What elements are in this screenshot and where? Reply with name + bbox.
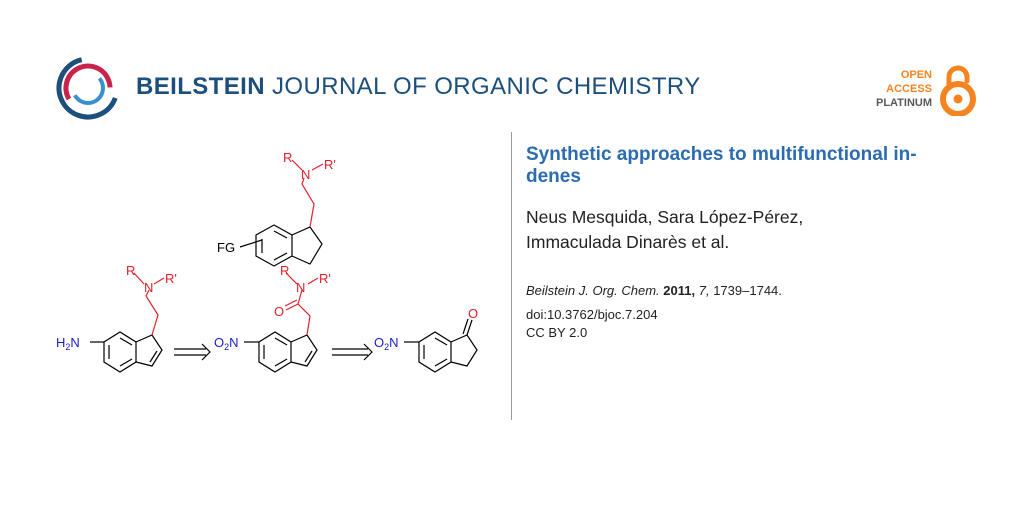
citation-volume: 7, [698, 283, 710, 298]
citation-pages: 1739–1744. [713, 283, 782, 298]
open-access-badge: OPEN ACCESS PLATINUM [864, 64, 976, 120]
journal-name-bold: BEILSTEIN [136, 73, 265, 100]
label-N-amine: N [144, 280, 153, 295]
oa-open-label: OPEN [900, 69, 932, 81]
article-title-line1: Synthetic approaches to multifunctional … [526, 144, 917, 165]
article-info: Synthetic approaches to multifunctional … [526, 144, 986, 342]
label-O-amide: O [274, 304, 284, 319]
retro-arrow-1 [174, 343, 211, 361]
citation-journal: Beilstein J. Org. Chem. [526, 283, 660, 298]
beilstein-logo-icon [56, 56, 120, 120]
authors-line2: Immaculada Dinarès et al. [526, 232, 730, 252]
vertical-divider [511, 132, 512, 420]
journal-name-rest: JOURNAL OF ORGANIC CHEMISTRY [264, 73, 701, 100]
journal-name[interactable]: BEILSTEIN JOURNAL OF ORGANIC CHEMISTRY [136, 73, 701, 101]
label-Rprime-top: R' [324, 157, 336, 172]
label-O2N-right: O2N [374, 335, 399, 352]
license-label[interactable]: CC BY 2.0 [526, 325, 588, 340]
authors-line1: Neus Mesquida, Sara López-Pérez, [526, 207, 804, 227]
label-O2N-middle: O2N [214, 335, 239, 352]
citation-year: 2011, [663, 283, 696, 298]
oa-platinum-label: PLATINUM [875, 97, 932, 109]
citation: Beilstein J. Org. Chem. 2011, 7, 1739–17… [526, 282, 986, 300]
oa-access-label: ACCESS [886, 83, 932, 95]
open-lock-icon [940, 65, 976, 116]
reaction-scheme: R N R' FG R N R' H2N R N R' O O2N O2N O [56, 150, 478, 373]
label-R-amide: R [280, 263, 289, 278]
label-R-amine: R [126, 263, 135, 278]
retro-arrow-2 [332, 343, 373, 361]
label-N-top: N [301, 167, 310, 182]
journal-header: BEILSTEIN JOURNAL OF ORGANIC CHEMISTRY O… [56, 56, 976, 120]
authors: Neus Mesquida, Sara López-Pérez, Immacul… [526, 205, 986, 255]
label-R-top: R [283, 150, 292, 165]
article-title[interactable]: Synthetic approaches to multifunctional … [526, 144, 986, 188]
label-H2N: H2N [56, 335, 80, 352]
article-title-line2: denes [526, 166, 581, 187]
label-FG: FG [217, 240, 235, 255]
label-N-amide: N [296, 280, 305, 295]
doi-link[interactable]: doi:10.3762/bjoc.7.204 [526, 307, 658, 322]
label-Rprime-amide: R' [319, 271, 331, 286]
label-Rprime-amine: R' [165, 271, 177, 286]
label-O-ketone: O [468, 306, 478, 321]
